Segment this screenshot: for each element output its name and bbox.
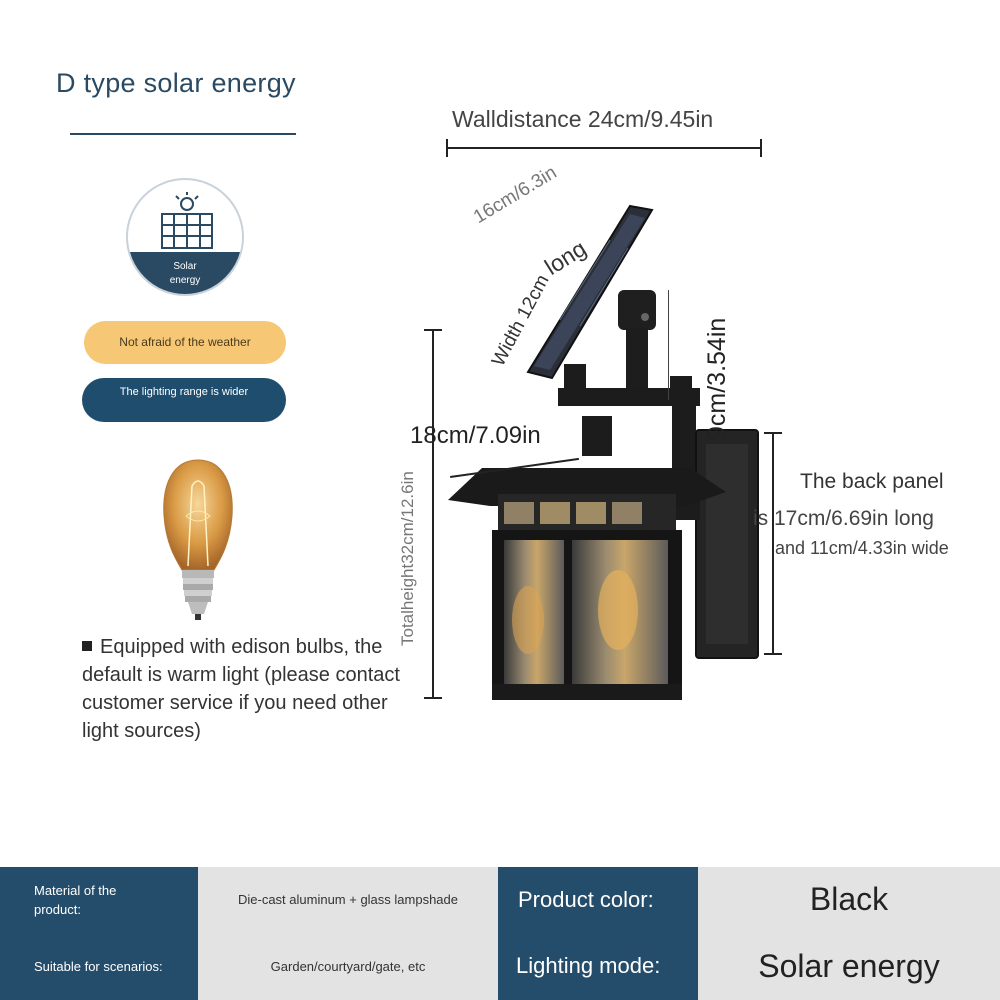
scenario-label-cell: Suitable for scenarios:	[0, 932, 198, 1000]
total-height-label: Totalheight32cm/12.6in	[398, 471, 417, 646]
bulb-note-text: Equipped with edison bulbs, the default …	[82, 636, 400, 742]
scenario-label: Suitable for scenarios:	[34, 958, 163, 974]
wall-distance-label: Walldistance 24cm/9.45in	[452, 106, 714, 132]
total-height-tick-bottom	[424, 697, 442, 699]
back-panel-title: The back panel	[800, 470, 944, 493]
solar-wall-lamp-image	[448, 204, 759, 700]
color-label: Product color:	[518, 886, 654, 912]
lighting-label: Lighting mode:	[516, 953, 661, 978]
lighting-label-cell: Lighting mode:	[498, 932, 698, 1000]
page-title: D type solar energy	[56, 68, 296, 98]
lighting-value: Solar energy	[758, 947, 940, 984]
weather-feature-pill: Not afraid of the weather	[84, 321, 286, 364]
back-panel-tick-top	[764, 432, 782, 434]
back-panel-width: and 11cm/4.33in wide	[775, 538, 949, 558]
lighting-value-cell: Solar energy	[698, 932, 1000, 1000]
wall-distance-tick-left	[446, 139, 448, 157]
total-height-tick-top	[424, 329, 442, 331]
material-label-cell: Material of the product:	[0, 867, 198, 932]
material-label: Material of the product:	[34, 882, 117, 917]
color-value: Black	[809, 881, 889, 917]
solar-energy-badge: Solar energy	[126, 178, 244, 296]
edison-bulb-image	[163, 459, 233, 620]
material-value-cell: Die-cast aluminum + glass lampshade	[198, 867, 498, 932]
scenario-value-cell: Garden/courtyard/gate, etc	[198, 932, 498, 1000]
lamp-width-label: 18cm/7.09in	[410, 422, 541, 449]
wall-distance-tick-right	[760, 139, 762, 157]
back-panel-length: is 17cm/6.69in long	[753, 507, 934, 530]
bullet-square	[82, 641, 92, 651]
back-panel-tick-bottom	[764, 653, 782, 655]
total-height-line	[432, 330, 434, 698]
bulb-note: Equipped with edison bulbs, the default …	[82, 633, 422, 745]
range-feature-pill: The lighting range is wider	[82, 378, 286, 422]
scenario-value: Garden/courtyard/gate, etc	[270, 958, 426, 974]
solar-panel-icon	[161, 192, 213, 249]
title-underline	[70, 133, 296, 135]
spec-table: Material of the product: Die-cast alumin…	[0, 867, 1000, 1000]
bracket-height-line	[668, 290, 669, 400]
badge-band	[128, 252, 242, 294]
back-panel-height-line	[772, 433, 774, 655]
bracket-height-label: 9cm/3.54in	[703, 317, 731, 440]
color-value-cell: Black	[698, 867, 1000, 932]
color-label-cell: Product color:	[498, 867, 698, 932]
wall-distance-line	[447, 147, 762, 149]
material-value: Die-cast aluminum + glass lampshade	[237, 892, 459, 907]
badge-label: Solar energy	[169, 261, 201, 286]
